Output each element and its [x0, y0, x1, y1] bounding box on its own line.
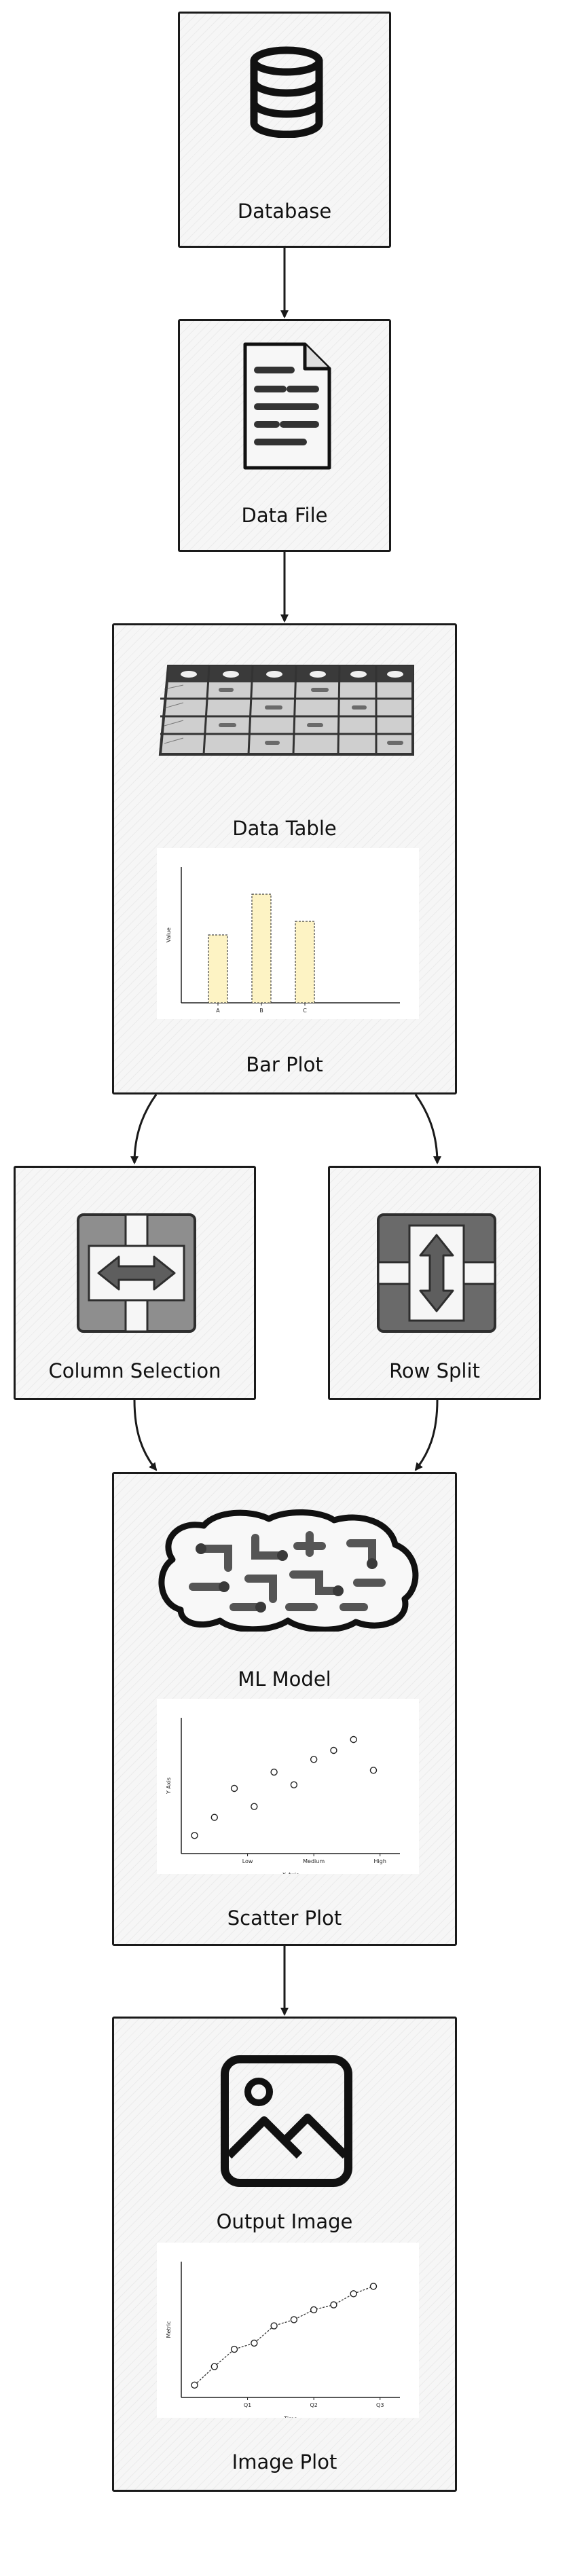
- arrows-horizontal-icon: [77, 1213, 196, 1333]
- edge-data-table-to-column-selection: [130, 1094, 158, 1164]
- data-point: [350, 2290, 357, 2298]
- column-selection-node[interactable]: Column Selection: [14, 1166, 256, 1400]
- data-point: [251, 2339, 258, 2347]
- data-point: [270, 1768, 278, 1776]
- bar-plot-panel: CategoryValueABC: [157, 848, 419, 1027]
- x-tick-label: B: [259, 1008, 263, 1014]
- edge-column-selection-to-ml-model: [133, 1399, 158, 1471]
- data-point: [270, 2322, 278, 2330]
- data-point: [210, 1814, 218, 1821]
- bar-a: [208, 934, 228, 1004]
- data-table-node[interactable]: Data Table CategoryValueABC Bar Plot: [112, 623, 457, 1094]
- x-tick-label: Q1: [244, 2402, 251, 2408]
- ml-model-label: ML Model: [238, 1668, 331, 1691]
- data-point: [290, 1781, 298, 1788]
- edge-data-table-to-row-split: [414, 1094, 441, 1164]
- data-file-label: Data File: [241, 504, 328, 527]
- data-point: [191, 2381, 198, 2389]
- scatter-plot-label: Scatter Plot: [227, 1907, 342, 1930]
- x-tick-label: A: [216, 1008, 220, 1014]
- data-point: [191, 1832, 198, 1839]
- data-point: [310, 1756, 318, 1763]
- data-point: [369, 2283, 378, 2290]
- data-point: [290, 2316, 298, 2323]
- bar-plot-label: Bar Plot: [246, 1053, 323, 1076]
- data-point: [310, 2306, 318, 2314]
- x-tick-label: Q2: [310, 2402, 317, 2408]
- data-file-node[interactable]: Data File: [178, 319, 391, 552]
- x-tick-label: Medium: [303, 1858, 325, 1864]
- series-line: [194, 2285, 374, 2386]
- x-tick-label: High: [374, 1858, 386, 1864]
- data-point: [369, 1767, 378, 1774]
- output-image-label: Output Image: [216, 2210, 353, 2233]
- data-point: [350, 1735, 357, 1744]
- database-node[interactable]: Database: [178, 12, 391, 248]
- x-tick-label: C: [303, 1008, 307, 1014]
- image-plot-label: Image Plot: [232, 2450, 337, 2473]
- data-table-label: Data Table: [232, 817, 337, 840]
- brain-icon: [158, 1509, 419, 1632]
- data-point: [330, 1746, 337, 1754]
- data-point: [230, 2345, 238, 2353]
- y-axis-label: Value: [166, 927, 172, 942]
- edge-row-split-to-ml-model: [414, 1399, 439, 1471]
- database-label: Database: [237, 200, 332, 223]
- data-point: [251, 1803, 258, 1810]
- data-point: [330, 2301, 337, 2308]
- bar-chart: CategoryValueABC: [166, 867, 400, 1027]
- x-axis-label: Time: [283, 2416, 297, 2418]
- row-split-node[interactable]: Row Split: [328, 1166, 541, 1400]
- data-point: [210, 2363, 218, 2370]
- y-axis-label: Y Axis: [166, 1778, 172, 1795]
- column-selection-label: Column Selection: [48, 1359, 221, 1382]
- y-axis-label: Metric: [166, 2321, 172, 2338]
- row-split-label: Row Split: [389, 1359, 480, 1382]
- x-tick-label: Q3: [376, 2402, 384, 2408]
- arrows-vertical-icon: [377, 1213, 496, 1333]
- database-icon: [250, 46, 323, 138]
- x-axis-label: X Axis: [282, 1872, 299, 1874]
- data-point: [230, 1784, 238, 1792]
- bar-c: [295, 921, 315, 1004]
- x-tick-label: Low: [242, 1858, 253, 1864]
- document-icon: [243, 342, 331, 470]
- bar-b: [251, 894, 272, 1004]
- image-icon: [221, 2055, 352, 2187]
- table-icon: [158, 665, 414, 756]
